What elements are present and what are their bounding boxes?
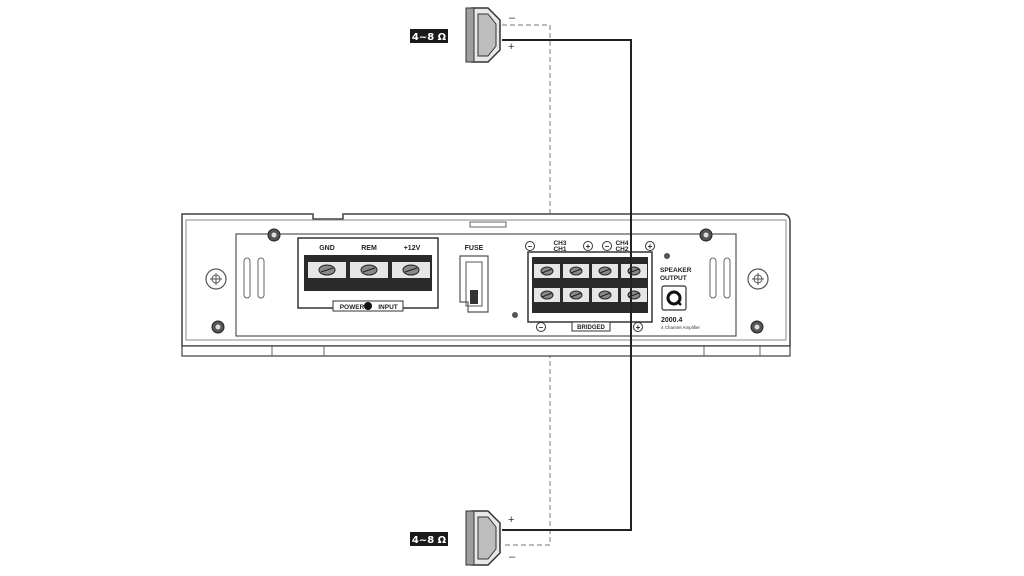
terminal-label-rem: REM [361,245,377,252]
mount-hole-icon [205,268,227,290]
terminal-screw-icon [318,264,336,276]
speaker-output-label-line1: SPEAKER [660,267,692,274]
terminal-screw-icon [627,266,641,276]
channel-label-ch2: CH2 [615,246,628,253]
terminal-screw-icon [540,290,554,300]
svg-text:+: + [648,242,653,251]
terminal-screw-icon [598,266,612,276]
speaker-terminal-block: CH3 CH1 CH4 CH2 – + – + – [525,240,655,332]
mount-hole-icon [747,268,769,290]
svg-text:–: – [605,242,610,251]
amplifier: GND REM +12V POWER INPUT FUSE CH3 [181,213,791,357]
terminal-screw-icon [569,266,583,276]
wire-positive [502,39,632,531]
terminal-screw-icon [627,290,641,300]
terminal-label-12v: +12V [404,245,421,252]
brand-logo-icon [661,285,687,311]
screw-icon [267,228,281,242]
speaker-bottom [465,510,501,566]
fuse-label: FUSE [465,245,484,252]
vent-slots [243,257,731,299]
led-indicator [512,312,518,318]
fuse-holder: FUSE [459,245,489,313]
plus-terminal-icon: + [645,241,655,251]
plus-terminal-icon: + [633,322,643,332]
speaker-output-label-line2: OUTPUT [660,275,687,282]
svg-text:+: + [586,242,591,251]
minus-terminal-icon: – [602,241,612,251]
speaker-bottom-minus: – [509,551,516,563]
channel-label-ch1: CH1 [553,246,566,253]
speaker-bottom-plus: + [508,514,514,526]
channel-label-ch3: CH3 [553,240,566,247]
svg-text:+: + [636,323,641,332]
impedance-badge-bottom: 4~8 Ω [410,532,448,546]
minus-terminal-icon: – [525,241,535,251]
terminal-screw-icon [598,290,612,300]
plus-terminal-icon: + [583,241,593,251]
bridged-label: BRIDGED [577,325,605,331]
speaker-top [465,7,501,63]
impedance-badge-top: 4~8 Ω [410,29,448,43]
terminal-screw-icon [569,290,583,300]
speaker-top-minus: – [509,12,516,24]
screw-icon [211,320,225,334]
power-input-label-left: POWER [340,304,365,311]
terminal-screw-icon [540,266,554,276]
screw-icon [750,320,764,334]
speaker-top-plus: + [508,41,514,53]
impedance-label-bottom: 4~8 Ω [412,535,447,546]
terminal-screw-icon [360,264,378,276]
power-input-label-right: INPUT [378,304,398,311]
power-terminal-block: GND REM +12V POWER INPUT [297,237,439,312]
screw-icon [699,228,713,242]
minus-terminal-icon: – [536,322,546,332]
terminal-screw-icon [402,264,420,276]
svg-text:–: – [539,323,544,332]
channel-label-ch4: CH4 [615,240,628,247]
model-number: 2000.4 [661,317,683,324]
svg-text:–: – [528,242,533,251]
terminal-label-gnd: GND [319,245,335,252]
impedance-label-top: 4~8 Ω [412,32,447,43]
model-subtitle: 4 Channel Amplifier [661,325,701,330]
speaker-output-area: SPEAKER OUTPUT 2000.4 4 Channel Amplifie… [660,253,701,330]
